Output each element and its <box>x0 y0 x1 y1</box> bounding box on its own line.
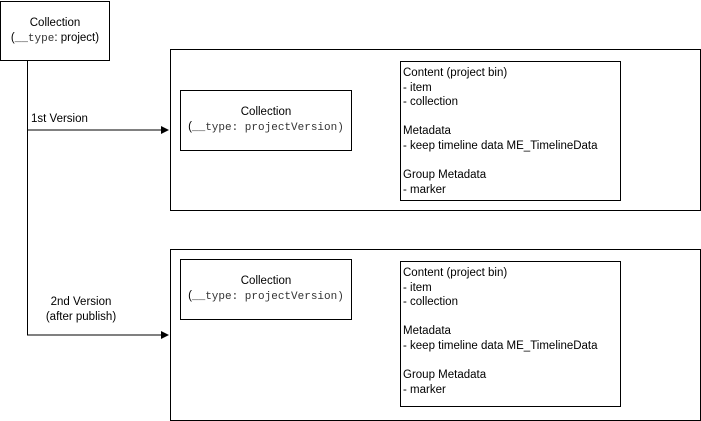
edge-root-to-version-2 <box>27 130 169 339</box>
metadata-item: - keep timeline data ME_TimelineData <box>403 139 598 152</box>
metadata-item: - keep timeline data ME_TimelineData <box>403 339 598 352</box>
edge-label-2nd-version: 2nd Version (after publish) <box>45 296 117 323</box>
version-1-collection-node[interactable]: Collection (__type: projectVersion) <box>180 90 352 151</box>
content-heading: Content (project bin) <box>403 67 508 79</box>
root-collection-node[interactable]: Collection (__type: project) <box>0 1 110 61</box>
edge-label-1st-version: 1st Version <box>31 113 88 125</box>
version-2-collection-title: Collection <box>240 275 292 287</box>
content-item: - collection <box>403 96 458 109</box>
type-value: : project) <box>54 31 100 44</box>
version-1-collection-type: (__type: projectVersion) <box>188 121 344 134</box>
group-metadata-heading: Group Metadata <box>403 169 487 182</box>
group-metadata-item: - marker <box>403 183 446 196</box>
content-item: - item <box>403 281 432 294</box>
content-heading: Content (project bin) <box>403 267 508 279</box>
version-2-content-node[interactable]: Content (project bin) - item - collectio… <box>400 261 621 407</box>
group-metadata-heading: Group Metadata <box>403 369 487 382</box>
group-metadata-item: - marker <box>403 383 446 396</box>
type-key: __type <box>14 32 55 45</box>
version-1-collection-title: Collection <box>240 106 292 118</box>
root-collection-type: (__type: project) <box>10 31 100 45</box>
metadata-heading: Metadata <box>403 125 451 138</box>
version-2-collection-node[interactable]: Collection (__type: projectVersion) <box>180 259 352 320</box>
content-item: - item <box>403 81 432 94</box>
version-2-collection-type: (__type: projectVersion) <box>188 290 344 303</box>
metadata-heading: Metadata <box>403 325 451 338</box>
root-collection-title: Collection <box>29 16 81 29</box>
version-1-content-node[interactable]: Content (project bin) - item - collectio… <box>400 61 621 201</box>
content-item: - collection <box>403 296 458 309</box>
